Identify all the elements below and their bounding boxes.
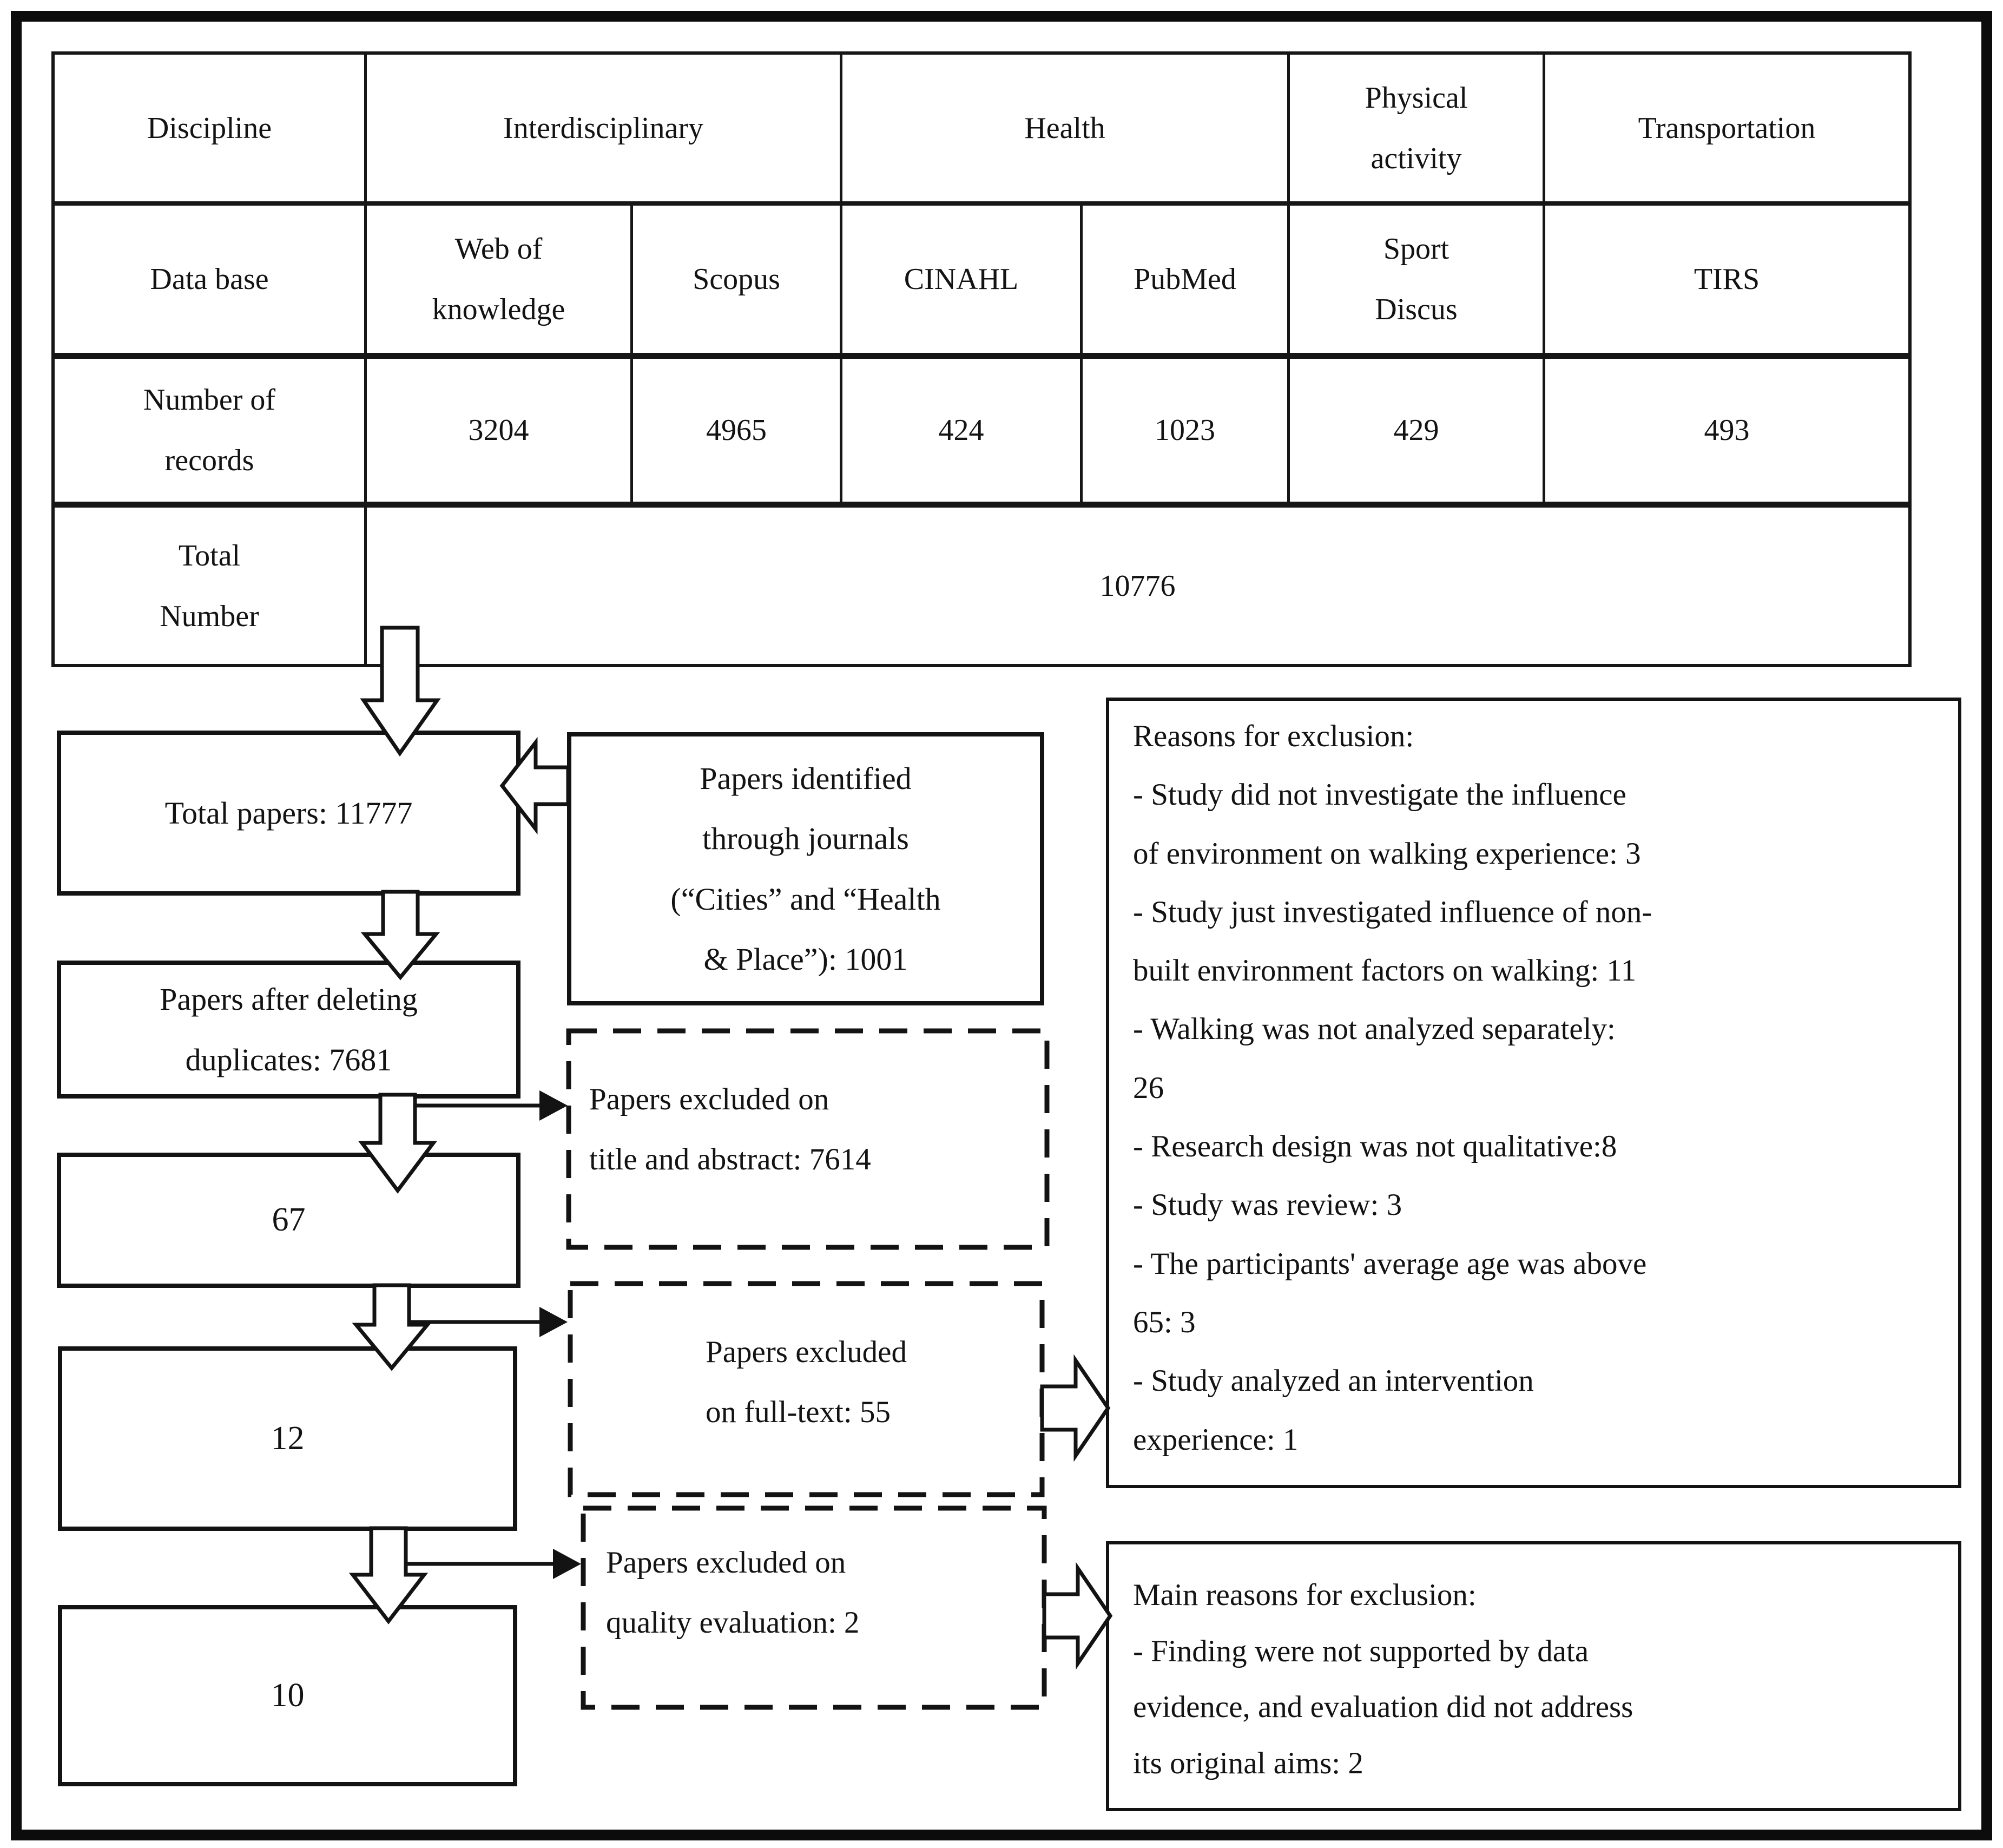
cell-transportation: Transportation [1545, 55, 1908, 206]
arrow-to-title-abstract-icon [417, 1090, 568, 1121]
figure-border [11, 11, 1992, 1840]
arrow-journals-to-total-icon [499, 736, 570, 835]
cell-interdisciplinary: Interdisciplinary [367, 55, 842, 206]
box-included-papers: 10 [58, 1605, 517, 1786]
cell-records-webofknowledge: 3204 [367, 359, 633, 508]
arrow-12-to-10-icon [348, 1526, 429, 1625]
cell-health: Health [842, 55, 1290, 206]
dashed-border-fulltext [568, 1281, 1045, 1497]
arrow-fulltext-to-reasons-icon [1040, 1354, 1111, 1462]
box-after-duplicates: Papers after deleting duplicates: 7681 [57, 961, 520, 1099]
cell-pubmed: PubMed [1083, 206, 1290, 359]
box-papers-from-journals: Papers identified through journals (“Cit… [567, 732, 1044, 1005]
arrow-to-fulltext-icon [410, 1307, 568, 1337]
cell-total-label: Total Number [55, 508, 367, 664]
cell-records-label: Number of records [55, 359, 367, 508]
cell-web-of-knowledge: Web of knowledge [367, 206, 633, 359]
cell-discipline-label: Discipline [55, 55, 367, 206]
dashed-box-excluded-fulltext: Papers excluded on full-text: 55 [706, 1334, 907, 1429]
dashed-border-title-abstract [566, 1028, 1050, 1250]
box-after-fulltext-screen: 12 [58, 1346, 517, 1531]
box-main-exclusion-reasons: Main reasons for exclusion: - Finding we… [1106, 1541, 1961, 1811]
cell-records-cinahl: 424 [842, 359, 1083, 508]
cell-tirs: TIRS [1545, 206, 1908, 359]
arrow-67-to-12-icon [352, 1283, 432, 1371]
cell-database-label: Data base [55, 206, 367, 359]
cell-total-value: 10776 [1099, 569, 1176, 603]
cell-physical-activity: Physical activity [1290, 55, 1545, 206]
arrow-total-to-duplicates-icon [360, 890, 440, 981]
arrow-duplicates-to-67-icon [358, 1093, 437, 1194]
cell-cinahl: CINAHL [842, 206, 1083, 359]
cell-records-pubmed: 1023 [1083, 359, 1290, 508]
cell-records-scopus: 4965 [633, 359, 842, 508]
dashed-box-excluded-title-abstract: Papers excluded on title and abstract: 7… [589, 1082, 871, 1176]
box-exclusion-reasons: Reasons for exclusion: - Study did not i… [1106, 698, 1961, 1488]
cell-scopus: Scopus [633, 206, 842, 359]
dashed-border-quality [581, 1505, 1047, 1710]
arrow-to-quality-icon [407, 1549, 581, 1579]
box-total-papers: Total papers: 11777 [57, 731, 520, 896]
arrow-quality-to-main-reasons-icon [1042, 1562, 1113, 1670]
arrow-table-to-total-icon [360, 626, 441, 757]
records-table: Discipline Interdisciplinary Health Phys… [51, 51, 1912, 667]
cell-records-tirs: 493 [1545, 359, 1908, 508]
box-after-title-screen: 67 [57, 1153, 520, 1288]
cell-sport-discus: Sport Discus [1290, 206, 1545, 359]
dashed-box-excluded-quality: Papers excluded on quality evaluation: 2 [606, 1545, 860, 1640]
cell-records-sportdiscus: 429 [1290, 359, 1545, 508]
